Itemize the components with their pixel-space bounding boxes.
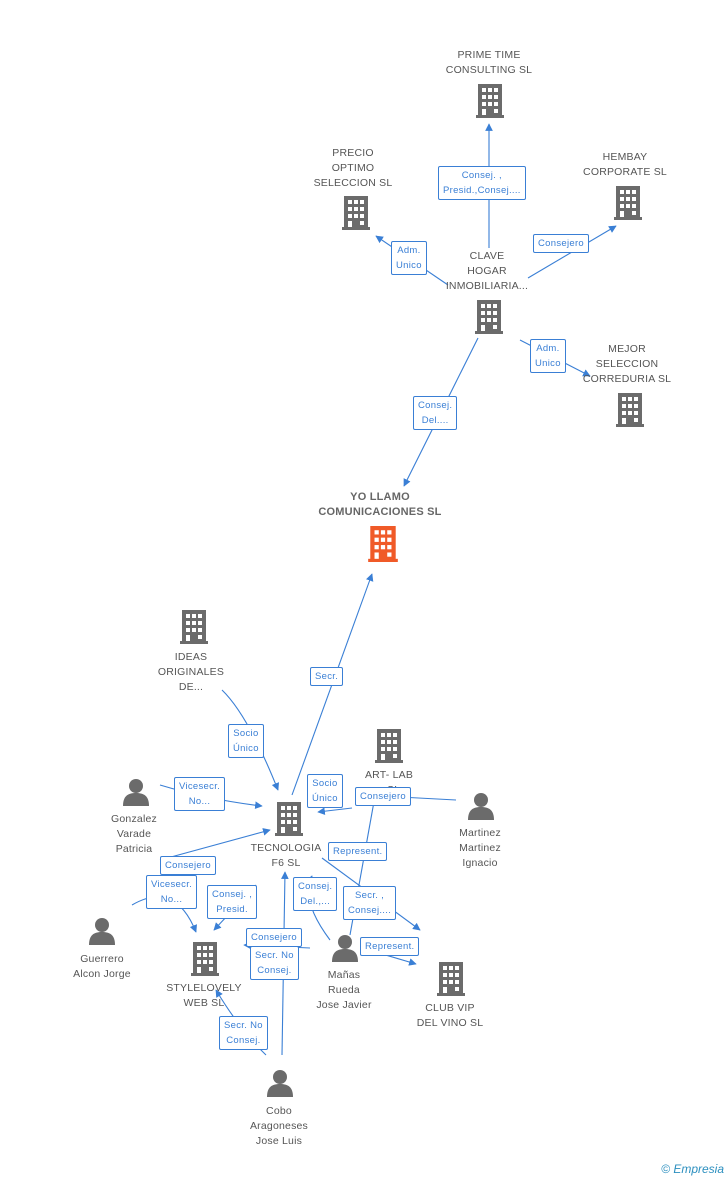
edge-label-consej-presid[interactable]: Consej. , Presid. <box>207 885 258 919</box>
node-label-tecnologia-f6[interactable]: TECNOLOGIA F6 SL <box>250 842 322 869</box>
stylelovely-building-icon[interactable] <box>191 942 219 976</box>
edge-label-consejero[interactable]: Consejero <box>355 787 412 806</box>
edge-label-secr-no-consej[interactable]: Secr. No Consej. <box>250 946 299 980</box>
node-label-mejor-seleccion[interactable]: MEJOR SELECCION CORREDURIA SL <box>582 343 672 385</box>
node-label-gonzalez[interactable]: Gonzalez Varade Patricia <box>111 813 157 855</box>
art-lab-building-icon[interactable] <box>375 729 403 763</box>
edge-label-vicesecr[interactable]: Vicesecr. No... <box>146 875 198 909</box>
martinez-person-icon[interactable] <box>468 793 494 820</box>
edge-label-socio-unico[interactable]: Socio Único <box>228 724 264 758</box>
node-label-precio-optimo[interactable]: PRECIO OPTIMO SELECCION SL <box>313 147 393 189</box>
edge-label-adm-unico[interactable]: Adm. Unico <box>391 241 427 275</box>
gonzalez-person-icon[interactable] <box>123 779 149 806</box>
edge-label-adm-unico[interactable]: Adm. Unico <box>530 339 566 373</box>
edge-label-consej-presid[interactable]: Consej. , Presid.,Consej.... <box>438 166 526 200</box>
club-vip-building-icon[interactable] <box>437 962 465 996</box>
edge-label-vicesecr[interactable]: Vicesecr. No... <box>174 777 226 811</box>
node-label-cobo[interactable]: Cobo Aragoneses Jose Luis <box>249 1105 309 1147</box>
edge-label-secr[interactable]: Secr. <box>310 667 344 686</box>
empresia-logo-text: Empresia <box>673 1162 724 1176</box>
node-label-ideas-originales[interactable]: IDEAS ORIGINALES DE... <box>157 651 225 693</box>
node-label-stylelovely[interactable]: STYLELOVELY WEB SL <box>166 982 242 1009</box>
edge-label-secr-consej[interactable]: Secr. , Consej.... <box>343 886 397 920</box>
precio-optimo-building-icon[interactable] <box>342 196 370 230</box>
edge-gonzalez-stylelovely <box>159 828 271 861</box>
ideas-originales-building-icon[interactable] <box>180 610 208 644</box>
edge-label-consejero[interactable]: Consejero <box>160 856 217 875</box>
edge-label-consejero[interactable]: Consejero <box>533 234 590 253</box>
clave-hogar-building-icon[interactable] <box>475 300 503 334</box>
edge-label-represent[interactable]: Represent. <box>328 842 388 861</box>
node-label-hembay[interactable]: HEMBAY CORPORATE SL <box>583 151 667 178</box>
edge-label-socio-unico[interactable]: Socio Único <box>307 774 343 808</box>
node-label-manas[interactable]: Mañas Rueda Jose Javier <box>316 969 372 1011</box>
node-label-martinez[interactable]: Martinez Martinez Ignacio <box>459 827 501 869</box>
hembay-building-icon[interactable] <box>614 186 642 220</box>
edge-label-secr-no-consej[interactable]: Secr. No Consej. <box>219 1016 268 1050</box>
node-label-prime-time[interactable]: PRIME TIME CONSULTING SL <box>445 49 533 76</box>
edge-label-represent[interactable]: Represent. <box>360 937 420 956</box>
copyright-symbol: © <box>661 1162 670 1176</box>
cobo-person-icon[interactable] <box>267 1070 293 1097</box>
edge-label-consejero[interactable]: Consejero <box>246 928 303 947</box>
node-label-yo-llamo[interactable]: YO LLAMO COMUNICACIONES SL <box>318 491 442 518</box>
prime-time-building-icon[interactable] <box>476 84 504 118</box>
tecnologia-f6-building-icon[interactable] <box>275 802 303 836</box>
manas-person-icon[interactable] <box>332 935 358 962</box>
empresia-credit[interactable]: © Empresia <box>661 1162 724 1176</box>
edge-tecnologia-artlab <box>317 807 353 816</box>
edge-label-consej-del[interactable]: Consej. Del.... <box>413 396 458 430</box>
guerrero-person-icon[interactable] <box>89 918 115 945</box>
node-label-clave-hogar[interactable]: CLAVE HOGAR INMOBILIARIA... <box>445 250 529 292</box>
edge-label-consej-del[interactable]: Consej. Del.,... <box>293 877 338 911</box>
node-label-guerrero[interactable]: Guerrero Alcon Jorge <box>73 953 131 980</box>
mejor-seleccion-building-icon[interactable] <box>616 393 644 427</box>
node-label-club-vip[interactable]: CLUB VIP DEL VINO SL <box>416 1002 484 1029</box>
yo-llamo-building-icon[interactable] <box>368 526 398 562</box>
